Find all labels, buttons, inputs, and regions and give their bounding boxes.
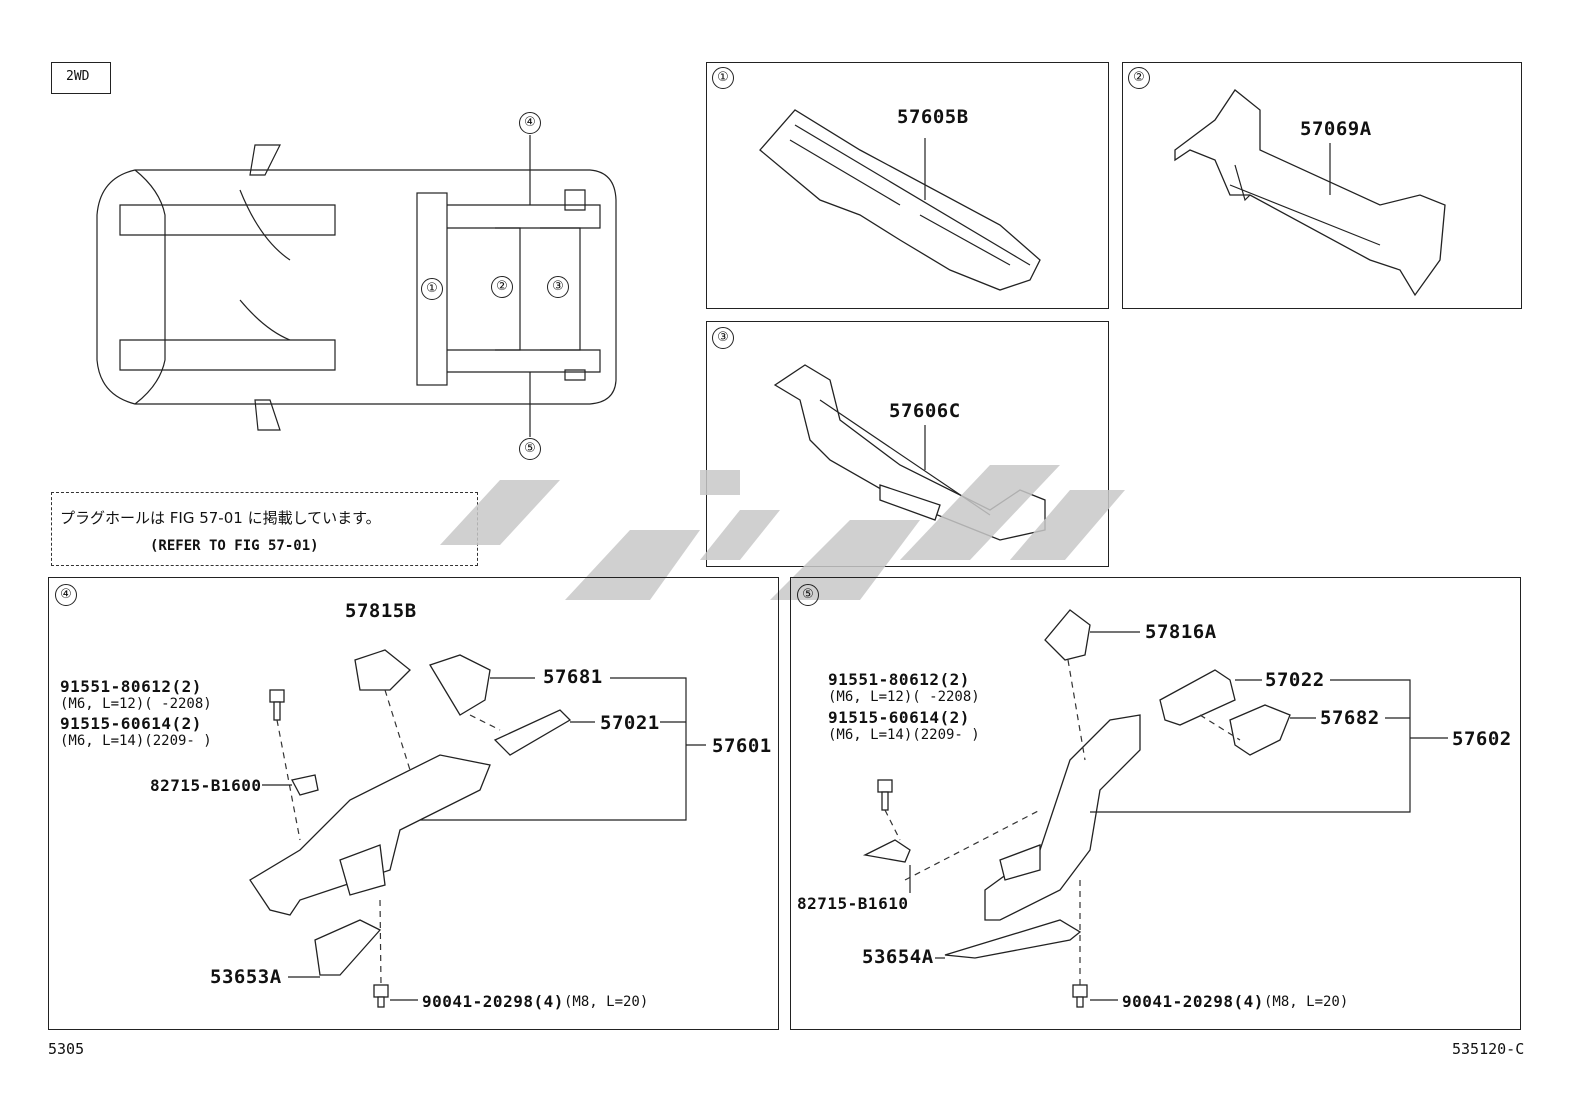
- overview-callout-1: ①: [421, 278, 443, 300]
- overview-callout-3: ③: [547, 276, 569, 298]
- bolt-91515-spec: (M6, L=14)(2209- ): [60, 733, 212, 749]
- part-82715-B1610-label: 82715-B1610: [797, 894, 909, 913]
- panel-1: [706, 62, 1109, 309]
- overview-callout-2: ②: [491, 276, 513, 298]
- panel-3-marker: ③: [712, 327, 734, 349]
- panel-2-marker: ②: [1128, 67, 1150, 89]
- part-57815B-label: 57815B: [345, 600, 417, 622]
- panel-5: [790, 577, 1521, 1030]
- bolt-91551-spec-5: (M6, L=12)( -2208): [828, 689, 980, 705]
- panel-4-marker: ④: [55, 584, 77, 606]
- part-57682-label: 57682: [1320, 707, 1380, 729]
- drive-badge-label: 2WD: [66, 69, 90, 84]
- bolt-91551-spec: (M6, L=12)( -2208): [60, 696, 212, 712]
- part-82715-B1600-label: 82715-B1600: [150, 776, 262, 795]
- notice-line-2: (REFER TO FIG 57-01): [150, 538, 319, 554]
- bolt-91515-label-5: 91515-60614(2): [828, 708, 970, 727]
- panel-5-marker: ⑤: [797, 584, 819, 606]
- part-53654A-label: 53654A: [862, 946, 934, 968]
- panel-2-part-label: 57069A: [1300, 118, 1372, 140]
- panel-1-marker: ①: [712, 67, 734, 89]
- overview-callout-5: ⑤: [519, 438, 541, 460]
- notice-line-1: プラグホールは FIG 57-01 に掲載しています。: [60, 509, 381, 527]
- part-57602-label: 57602: [1452, 728, 1512, 750]
- footer-right-code: 535120-C: [1452, 1040, 1525, 1058]
- bolt-90041-label: 90041-20298(4): [422, 992, 564, 1011]
- drive-badge: [51, 62, 111, 94]
- bolt-91515-spec-5: (M6, L=14)(2209- ): [828, 727, 980, 743]
- panel-2: [1122, 62, 1522, 309]
- part-57021-label: 57021: [600, 712, 660, 734]
- bolt-90041-spec-5: (M8, L=20): [1264, 994, 1349, 1010]
- part-57681-label: 57681: [543, 666, 603, 688]
- bolt-91551-label: 91551-80612(2): [60, 677, 202, 696]
- bolt-90041-spec: (M8, L=20): [564, 994, 649, 1010]
- overview-callout-4: ④: [519, 112, 541, 134]
- part-57601-label: 57601: [712, 735, 772, 757]
- panel-1-part-label: 57605B: [897, 106, 969, 128]
- part-57816A-label: 57816A: [1145, 621, 1217, 643]
- footer-left-code: 5305: [48, 1040, 85, 1058]
- panel-3: [706, 321, 1109, 567]
- bolt-90041-label-5: 90041-20298(4): [1122, 992, 1264, 1011]
- bolt-91551-label-5: 91551-80612(2): [828, 670, 970, 689]
- part-53653A-label: 53653A: [210, 966, 282, 988]
- panel-4: [48, 577, 779, 1030]
- bolt-91515-label: 91515-60614(2): [60, 714, 202, 733]
- part-57022-label: 57022: [1265, 669, 1325, 691]
- panel-3-part-label: 57606C: [889, 400, 961, 422]
